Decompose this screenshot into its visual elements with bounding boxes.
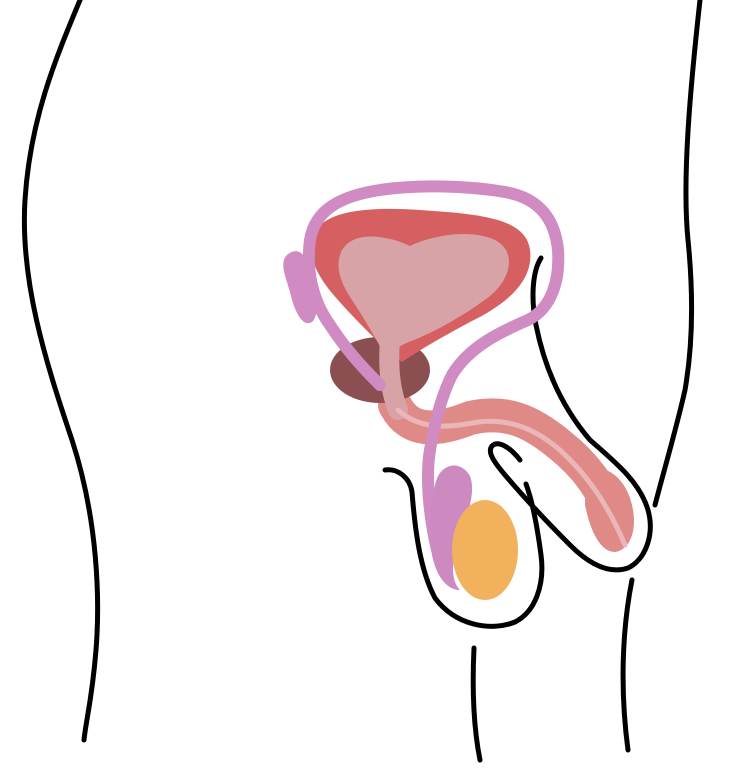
leg-outline-inner xyxy=(470,645,483,763)
body-outline-front xyxy=(652,0,703,508)
urethra-neck xyxy=(379,330,408,420)
body-outline-back xyxy=(21,0,101,743)
testis xyxy=(452,500,518,600)
leg-outline-front xyxy=(620,577,635,753)
scrotum-outline xyxy=(382,467,545,629)
epididymis xyxy=(430,465,473,590)
bladder-lumen xyxy=(338,233,509,362)
seminal-vesicle xyxy=(283,251,317,324)
penis-outline xyxy=(487,255,653,573)
